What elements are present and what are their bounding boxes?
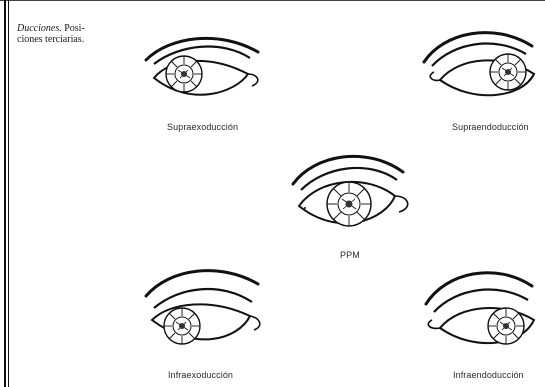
eye-supraendoduction [410, 18, 540, 108]
left-border [4, 0, 6, 387]
left-border-inner [8, 0, 9, 387]
label-infraendoduction: Infraendoducción [453, 370, 524, 380]
label-supraendoduction: Supraendoducción [452, 122, 529, 132]
eye-supraexoduction [140, 30, 270, 110]
caption-title: Ducciones. [17, 23, 62, 34]
label-ppm: PPM [340, 250, 360, 260]
label-infraexoduction: Infraexoducción [168, 370, 233, 380]
eye-infraexoduction [140, 262, 270, 357]
eye-primary-position [285, 148, 415, 248]
label-supraexoduction: Supraexoducción [167, 122, 238, 132]
eye-infraendoduction [410, 258, 540, 358]
figure-caption: Ducciones. Posi-cionеs terciarias. [17, 23, 129, 45]
top-border [0, 0, 545, 1]
